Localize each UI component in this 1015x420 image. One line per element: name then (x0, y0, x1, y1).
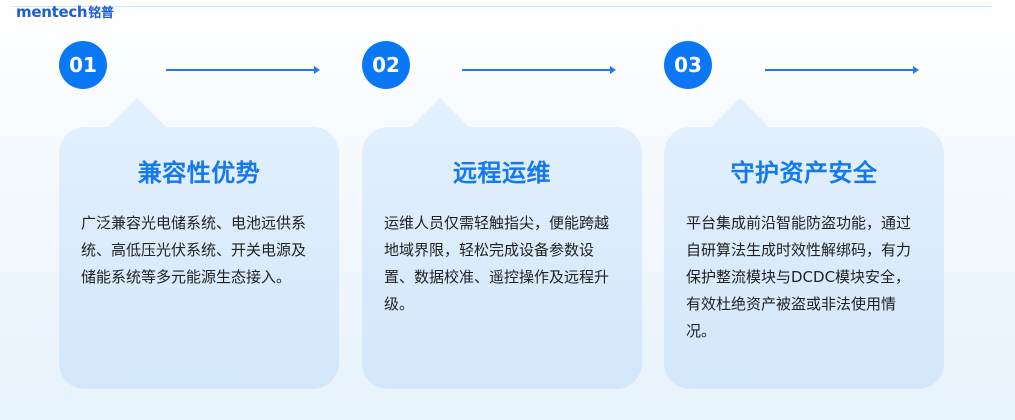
card-body: 运维人员仅需轻触指尖，便能跨越地域界限，轻松完成设备参数设置、数据校准、遥控操作… (384, 214, 610, 313)
card-title: 守护资产安全 (730, 159, 878, 187)
card-body: 广泛兼容光电储系统、电池远供系统、高低压光伏系统、开关电源及储能系统等多元能源生… (81, 214, 307, 286)
arrow-right-icon (166, 66, 320, 74)
card-pointer (107, 98, 167, 128)
card-body: 平台集成前沿智能防盗功能，通过自研算法生成时效性解绑码，有力保护整流模块与DCD… (686, 214, 912, 340)
feature-card: 守护资产安全 平台集成前沿智能防盗功能，通过自研算法生成时效性解绑码，有力保护整… (664, 127, 944, 389)
feature-card: 兼容性优势 广泛兼容光电储系统、电池远供系统、高低压光伏系统、开关电源及储能系统… (59, 127, 339, 389)
arrow-right-icon (765, 66, 919, 74)
card-pointer (410, 98, 470, 128)
card-pointer (710, 98, 770, 128)
brand-name: mentech (16, 3, 88, 21)
arrow-right-icon (462, 66, 616, 74)
card-title: 兼容性优势 (137, 159, 261, 187)
step-number-badge: 03 (664, 41, 712, 89)
brand-name-cn: 铭普 (88, 6, 114, 21)
feature-card: 远程运维 运维人员仅需轻触指尖，便能跨越地域界限，轻松完成设备参数设置、数据校准… (362, 127, 642, 389)
step-number-badge: 01 (59, 41, 107, 89)
step-number-badge: 02 (362, 41, 410, 89)
brand-logo: mentech铭普 (16, 3, 114, 23)
header-divider (10, 6, 992, 7)
card-title: 远程运维 (453, 159, 551, 187)
